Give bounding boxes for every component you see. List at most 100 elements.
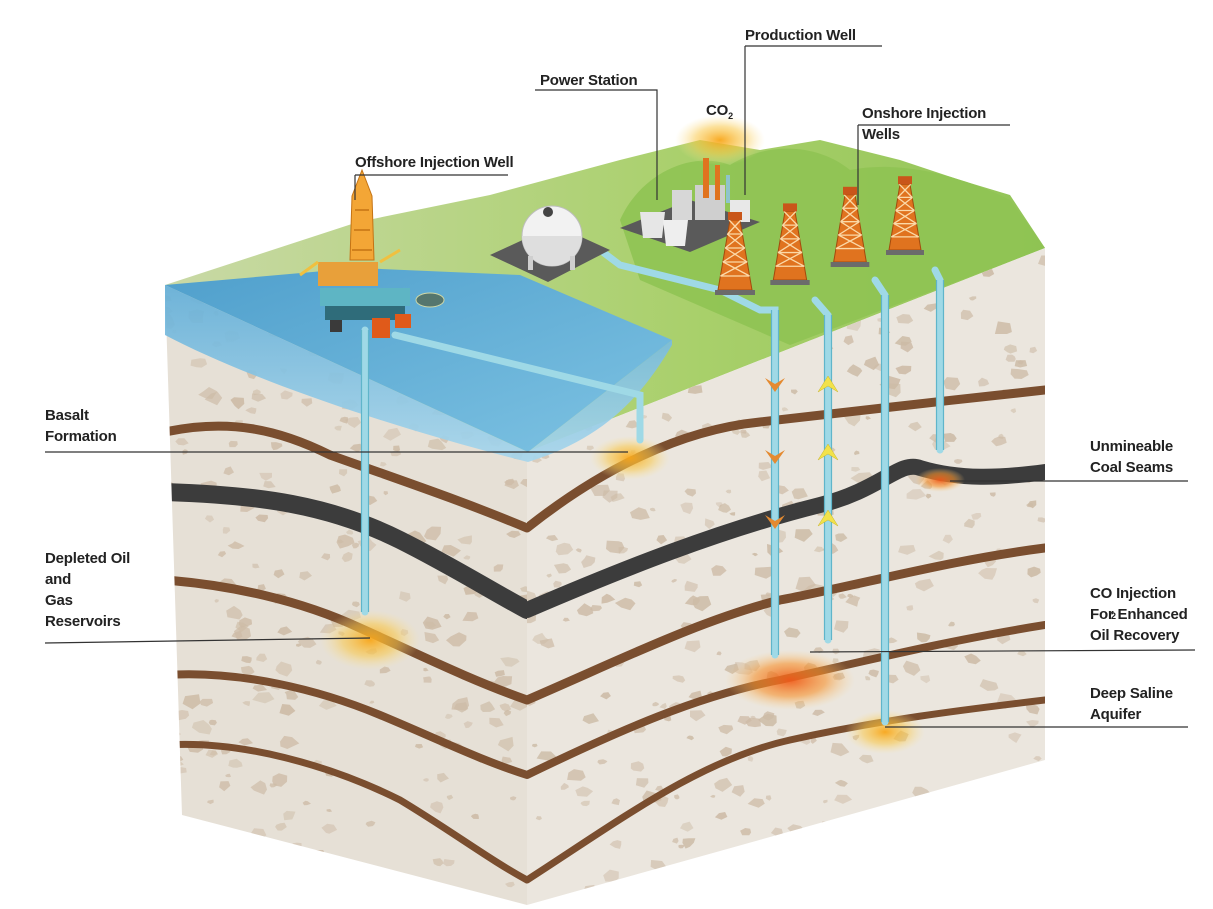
pebble (998, 433, 1004, 439)
glow-co2 (675, 115, 765, 165)
storage-tank (490, 205, 610, 282)
pebble (494, 670, 505, 677)
pebble (630, 507, 650, 520)
pebble (352, 542, 359, 549)
pebble (659, 702, 667, 709)
pebble (813, 546, 824, 553)
sea-top (165, 268, 672, 452)
pebble (609, 840, 622, 849)
label-eor-subscript: 2 (1111, 611, 1116, 621)
pebble (948, 811, 959, 817)
pebble (795, 576, 816, 593)
pebble (169, 730, 181, 739)
pebble (906, 489, 927, 500)
pebble (943, 377, 961, 391)
pebble (964, 518, 975, 529)
pebble (843, 335, 854, 346)
pebble (1003, 344, 1018, 354)
pebble (230, 397, 245, 410)
pebble (457, 535, 472, 545)
pebble (931, 846, 951, 860)
pebble (672, 837, 679, 844)
pebble (1010, 368, 1029, 379)
pebble (415, 744, 424, 749)
pebble (714, 777, 733, 792)
pebble (225, 773, 231, 778)
pebble (928, 550, 944, 560)
pebble (231, 630, 243, 639)
pebble (329, 484, 341, 494)
pebble (583, 884, 596, 897)
pebble (222, 527, 231, 534)
pebble (280, 390, 293, 400)
pebble (719, 746, 732, 757)
pebble (430, 801, 444, 814)
pebble (321, 823, 338, 834)
pebble (326, 809, 333, 812)
label-production-well: Production Well (745, 27, 856, 44)
pebble (960, 309, 974, 321)
pebble (791, 389, 798, 395)
pebble (442, 859, 455, 867)
pebble (838, 593, 847, 599)
layer-basalt-right (527, 385, 1045, 533)
pebble (682, 838, 696, 849)
pebble (165, 518, 169, 524)
pebble (906, 901, 919, 905)
pebble (943, 433, 957, 442)
pebble (1032, 851, 1045, 859)
pebble (346, 529, 354, 535)
pebble (272, 773, 288, 787)
pebble (834, 779, 848, 787)
pebble (1037, 517, 1045, 523)
pebble (399, 591, 411, 602)
pebble (690, 710, 706, 722)
pebble (504, 480, 519, 490)
pebble (794, 529, 813, 542)
pebble (165, 641, 171, 652)
pebble (576, 603, 594, 617)
pebble (581, 555, 596, 568)
layer-coal-front (165, 483, 527, 619)
pipe-c (871, 276, 889, 726)
pebble (978, 377, 990, 387)
pebble (250, 780, 267, 795)
pebble (277, 626, 293, 636)
pebble (445, 713, 453, 719)
pipe-a (716, 286, 779, 659)
glow-depleted (320, 610, 420, 670)
pebble (611, 798, 620, 806)
pebble (437, 575, 449, 585)
pebble (190, 358, 208, 368)
pebble (911, 814, 921, 820)
pebble (792, 893, 810, 905)
pebble (814, 890, 830, 901)
pebble (879, 852, 892, 862)
pebble (432, 858, 444, 867)
pebble (344, 873, 353, 880)
pebble (778, 855, 788, 863)
pebble (380, 461, 387, 467)
offshore-subsea-pipe (391, 331, 644, 444)
pebble (252, 389, 261, 396)
pebble (895, 365, 912, 375)
pebble (539, 638, 555, 649)
pebble (671, 578, 677, 583)
pebble (680, 502, 694, 515)
sea-front (165, 285, 672, 462)
pebble (704, 518, 715, 529)
pebble (520, 478, 527, 488)
pebble (684, 580, 698, 592)
pebble (245, 407, 257, 414)
pebble (422, 778, 429, 782)
pebble (191, 720, 212, 735)
pebble (1001, 827, 1010, 832)
pebble (165, 830, 169, 837)
pebble (506, 530, 521, 538)
pebble (227, 541, 245, 549)
pebble (270, 442, 283, 451)
pebble (213, 883, 222, 890)
pebble (437, 772, 449, 783)
pebble (182, 694, 201, 710)
pebble (784, 627, 801, 638)
